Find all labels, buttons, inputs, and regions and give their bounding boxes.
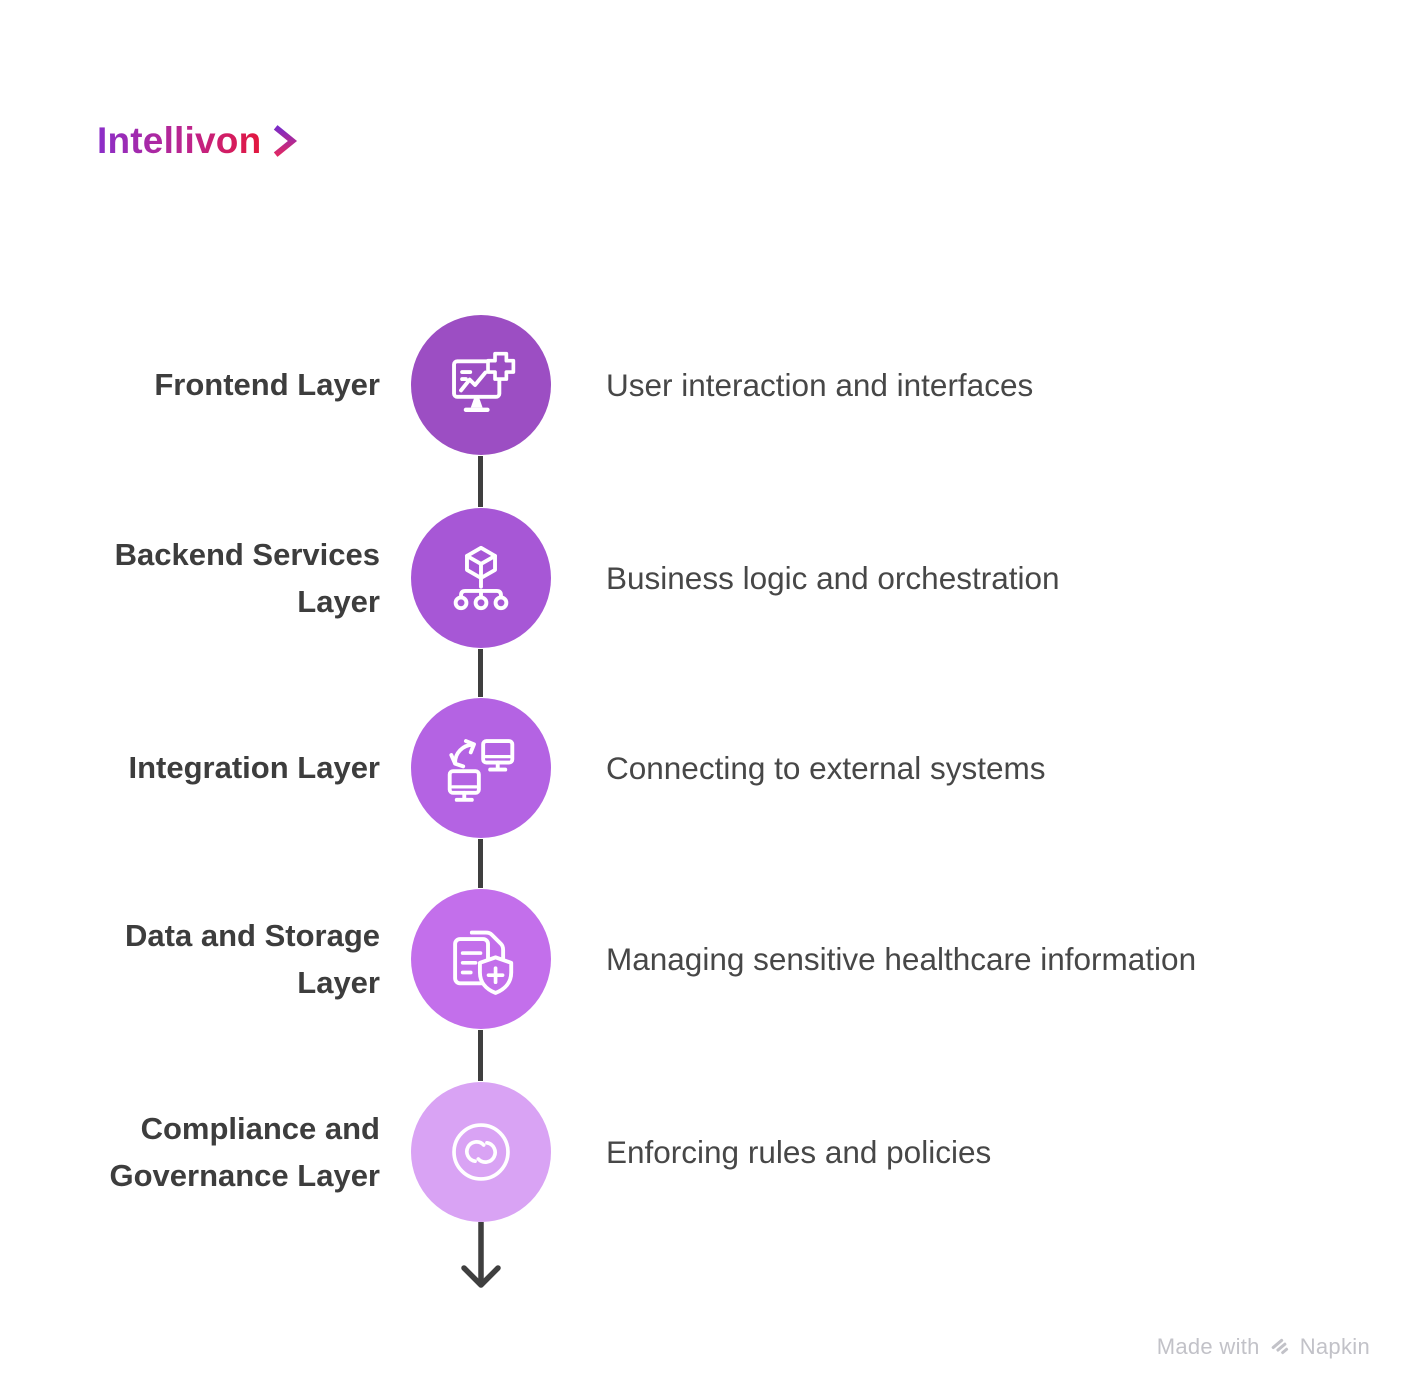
step-icon-circle: [411, 315, 551, 455]
connector-line: [478, 456, 483, 507]
interlocking-loops-icon: [452, 1123, 510, 1181]
layer-label: Integration Layer: [128, 750, 381, 786]
layer-description: Business logic and orchestration: [606, 559, 1060, 596]
document-shield-icon: [453, 930, 514, 995]
step-icon-circle: [411, 889, 551, 1029]
layer-description: Managing sensitive healthcare informatio…: [606, 940, 1197, 977]
layer-row-compliance: Compliance and Governance Layer Enforcin…: [0, 1082, 1416, 1222]
layer-description: Enforcing rules and policies: [606, 1133, 992, 1170]
step-icon-circle: [411, 508, 551, 648]
cube-hierarchy-icon: [453, 545, 509, 611]
layer-row-data-storage: Data and Storage Layer Managing sensitiv…: [0, 889, 1416, 1029]
connector-line: [478, 1030, 483, 1081]
layer-row-integration: Integration Layer Connecting to e: [0, 698, 1416, 838]
layer-row-backend: Backend Services Layer Business logic an…: [0, 508, 1416, 648]
layer-label: Backend Services Layer: [114, 536, 380, 619]
connector-line: [478, 839, 483, 888]
logo-wordmark: Intellivon: [97, 120, 262, 161]
logo-chevron-icon: [274, 125, 298, 157]
down-arrow-icon: [461, 1222, 501, 1288]
layer-description: User interaction and interfaces: [606, 366, 1034, 403]
layer-label: Compliance and Governance Layer: [109, 1110, 380, 1193]
napkin-logo-icon: [1271, 1338, 1288, 1355]
connector-line: [478, 649, 483, 697]
intellivon-logo: Intellivon: [97, 120, 300, 162]
layer-label: Frontend Layer: [154, 367, 380, 403]
sync-monitors-icon: [447, 739, 515, 802]
made-with-napkin-credit: Made with Napkin: [1157, 1334, 1370, 1360]
medical-monitor-icon: [452, 351, 516, 412]
layer-row-frontend: Frontend Layer User interaction and inte…: [0, 315, 1416, 455]
made-with-text: Made with: [1156, 1334, 1260, 1359]
layer-description: Connecting to external systems: [606, 749, 1046, 786]
step-icon-circle: [411, 698, 551, 838]
napkin-brand-text: Napkin: [1299, 1334, 1370, 1359]
step-icon-circle: [411, 1082, 551, 1222]
layer-label: Data and Storage Layer: [125, 917, 380, 1000]
